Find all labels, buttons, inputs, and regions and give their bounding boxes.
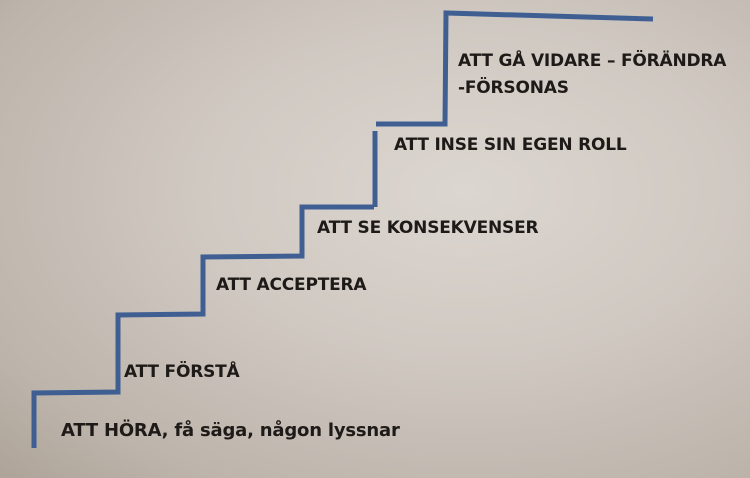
step-4-label: ATT SE KONSEKVENSER (317, 218, 539, 238)
step-5-label: ATT INSE SIN EGEN ROLL (394, 135, 627, 155)
stair-line-lower (31, 204, 374, 448)
step-6-label: ATT GÅ VIDARE – FÖRÄNDRA (458, 51, 727, 71)
step-2-label: ATT FÖRSTÅ (124, 362, 240, 382)
step-3-label: ATT ACCEPTERA (216, 275, 367, 295)
step-1-label: ATT HÖRA, få säga, någon lyssnar (61, 420, 400, 441)
step-6-label-line2: -FÖRSONAS (458, 78, 569, 98)
stair-line-upper (376, 10, 654, 127)
